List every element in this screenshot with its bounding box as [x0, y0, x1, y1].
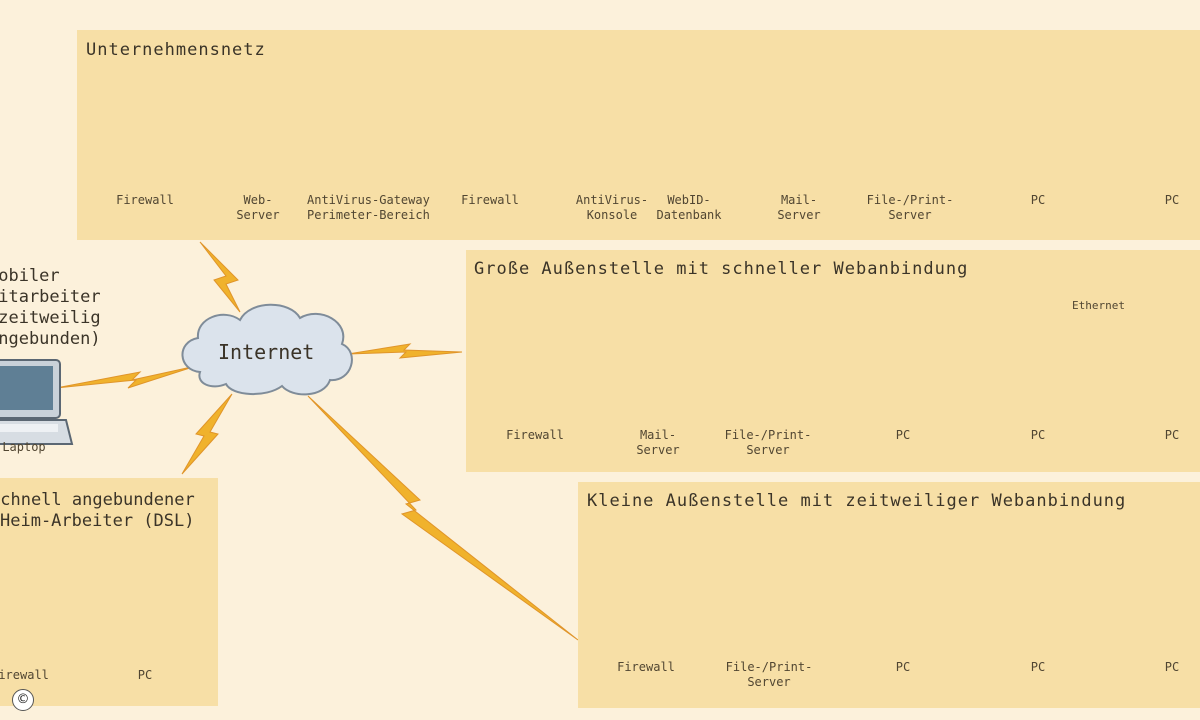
panel-dsl-worker [0, 478, 218, 706]
headquarters-server-8-label: File-/Print-Server [850, 193, 970, 223]
large-branch-laptop-5-label: PC [978, 428, 1098, 443]
label-line: Konsole [586, 208, 638, 222]
headquarters-server-2-label: Web-Server [198, 193, 318, 223]
internet-cloud [181, 303, 353, 396]
label-line: Server [236, 208, 280, 222]
small-branch-laptop-5-label: PC [1112, 660, 1200, 675]
mobile-worker-line-2: Mitarbeiter [0, 287, 101, 307]
label-line: AntiVirus-Gateway [307, 193, 430, 207]
small-branch-server-2-label: File-/Print-Server [709, 660, 829, 690]
label-line: Server [636, 443, 680, 457]
label-line: Server [888, 208, 932, 222]
label-line: Firewall [506, 428, 564, 442]
label-line: Firewall [116, 193, 174, 207]
label-line: Datenbank [656, 208, 722, 222]
bolt-large-branch [347, 343, 463, 359]
headquarters-title: Unternehmensnetz [86, 40, 266, 60]
label-line: PC [1164, 428, 1180, 442]
label-line: Mail- [639, 428, 677, 442]
headquarters-server-7-label: Mail-Server [739, 193, 859, 223]
label-line: Mail- [780, 193, 818, 207]
headquarters-laptop-9-label: PC [978, 193, 1098, 208]
dsl-worker-title-line-1: schnell angebundener [0, 490, 195, 510]
label-line: PC [1164, 193, 1180, 207]
label-line: File-/Print- [866, 193, 954, 207]
headquarters-server-5-label: AntiVirus-Konsole [552, 193, 672, 223]
label-line: Perimeter-Bereich [307, 208, 430, 222]
label-line: WebID- [667, 193, 711, 207]
copyright-badge: © [12, 689, 34, 711]
large-branch-server-2-label: Mail-Server [598, 428, 718, 458]
label-line: Firewall [461, 193, 519, 207]
label-line: AntiVirus- [575, 193, 649, 207]
headquarters-laptop-10-label: PC [1112, 193, 1200, 208]
label-line: PC [1030, 193, 1046, 207]
mobile-worker-line-1: Mobiler [0, 266, 60, 286]
panel-small-branch [578, 482, 1200, 708]
label-line: PC [1030, 660, 1046, 674]
label-line: Server [746, 443, 790, 457]
label-line: Firewall [617, 660, 675, 674]
headquarters-server-6-label: WebID-Datenbank [629, 193, 749, 223]
panel-headquarters [77, 30, 1200, 240]
label-line: PC [895, 428, 911, 442]
small-branch-title: Kleine Außenstelle mit zeitweiliger Weba… [587, 491, 1127, 511]
bolt-dsl [181, 393, 233, 475]
large-branch-firewall-1-label: Firewall [475, 428, 595, 443]
small-branch-laptop-4-label: PC [978, 660, 1098, 675]
small-branch-firewall-1-label: Firewall [586, 660, 706, 675]
large-branch-laptop-4-label: PC [843, 428, 963, 443]
label-line: PC [137, 668, 153, 682]
dsl-worker-title-line-2: Heim-Arbeiter (DSL) [0, 511, 195, 531]
large-branch-laptop-6-label: PC [1112, 428, 1200, 443]
label-line: Firewall [0, 668, 49, 682]
mobile-worker-text: Mobiler Mitarbeiter (zeitweilig angebund… [0, 266, 101, 350]
bolt-mobile [55, 365, 197, 389]
bolt-hq [199, 241, 241, 313]
mobile-worker-line-3: (zeitweilig [0, 308, 101, 328]
label-line: Server [777, 208, 821, 222]
dsl-worker-title: schnell angebundener Heim-Arbeiter (DSL) [0, 490, 195, 532]
internet-label: Internet [218, 340, 315, 364]
label-line: File-/Print- [725, 660, 813, 674]
label-line: Web- [243, 193, 273, 207]
mobile-laptop-icon [0, 359, 74, 445]
large-branch-title: Große Außenstelle mit schneller Webanbin… [474, 259, 969, 279]
laptop-label: Laptop [2, 440, 46, 454]
ethernet-label: Ethernet [1072, 299, 1125, 312]
headquarters-firewall-4-label: Firewall [430, 193, 550, 208]
mobile-worker-line-4: angebunden) [0, 329, 101, 349]
dsl-worker-laptop-2-label: PC [85, 668, 205, 683]
label-line: PC [1030, 428, 1046, 442]
label-line: Server [747, 675, 791, 689]
label-line: File-/Print- [724, 428, 812, 442]
label-line: PC [895, 660, 911, 674]
dsl-worker-firewall-1-label: Firewall [0, 668, 80, 683]
label-line: PC [1164, 660, 1180, 674]
large-branch-server-3-label: File-/Print-Server [708, 428, 828, 458]
small-branch-laptop-3-label: PC [843, 660, 963, 675]
panel-large-branch [466, 250, 1200, 472]
headquarters-firewall-1-label: Firewall [85, 193, 205, 208]
